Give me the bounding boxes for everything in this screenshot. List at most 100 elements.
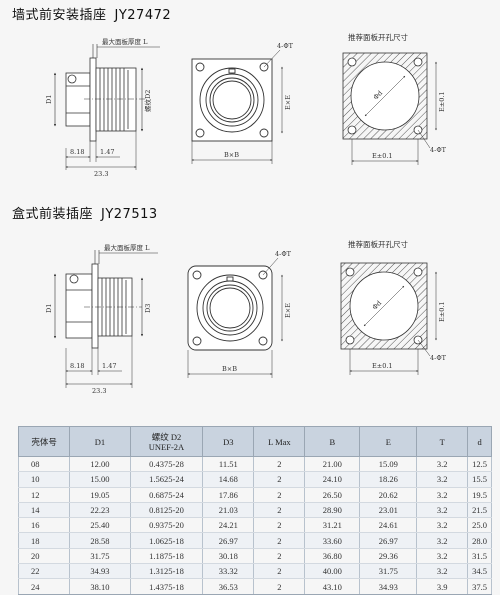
cell-b: 33.60 bbox=[304, 532, 361, 549]
cell-t: 3.2 bbox=[416, 456, 469, 473]
cell-d1: 34.93 bbox=[69, 563, 131, 580]
spec-table: 壳体号 D1 螺纹 D2 UNEF-2A D3 L Max B E T d 08… bbox=[17, 426, 492, 595]
header-thread-d2: 螺纹 D2 UNEF-2A bbox=[129, 426, 204, 457]
cell-shell-size: 20 bbox=[17, 548, 71, 565]
cell-b: 40.00 bbox=[304, 563, 361, 580]
cell-d3: 21.03 bbox=[202, 502, 255, 519]
cell-l-max: 2 bbox=[253, 502, 306, 519]
cell-l-max: 2 bbox=[253, 487, 306, 503]
cell-d: 12.5 bbox=[467, 456, 492, 473]
front-view-2 bbox=[187, 265, 273, 351]
cell-b: 43.10 bbox=[304, 578, 361, 595]
panel-cutout-label-2: 推荐面板开孔尺寸 bbox=[348, 239, 408, 249]
cell-shell-size: 22 bbox=[17, 563, 71, 580]
d3-label-2: D3 bbox=[144, 304, 152, 313]
max-panel-thickness-label-2: 最大面板厚度 L bbox=[104, 243, 150, 252]
cell-l-max: 2 bbox=[253, 517, 306, 534]
technical-drawings: 最大面板厚度 L D1 螺纹D2 8.18 1.47 23.3 4-ΦT E×E… bbox=[45, 32, 447, 395]
e-tol-horizontal-label-2: E±0.1 bbox=[372, 362, 393, 370]
cell-d: 15.5 bbox=[467, 471, 492, 488]
cell-d3: 11.51 bbox=[202, 456, 255, 473]
max-panel-thickness-label-1: 最大面板厚度 L bbox=[102, 37, 148, 46]
cell-thread-d2: 1.0625-18 bbox=[129, 532, 204, 549]
cell-e: 20.62 bbox=[359, 487, 418, 503]
dim-233-label-2: 23.3 bbox=[92, 387, 106, 395]
cell-e: 23.01 bbox=[359, 502, 418, 519]
section2-code: JY27513 bbox=[101, 207, 158, 222]
cell-b: 36.80 bbox=[304, 548, 361, 565]
cell-d1: 25.40 bbox=[69, 517, 131, 534]
cell-l-max: 2 bbox=[253, 532, 306, 549]
table-header-row: 壳体号 D1 螺纹 D2 UNEF-2A D3 L Max B E T d bbox=[17, 426, 492, 457]
e-tol-vertical-label-1: E±0.1 bbox=[438, 91, 446, 112]
dim-147-label-1: 1.47 bbox=[100, 148, 114, 156]
d1-label-2: D1 bbox=[45, 304, 53, 313]
cell-shell-size: 16 bbox=[17, 517, 71, 534]
cell-d: 37.5 bbox=[467, 578, 492, 595]
cell-d1: 12.00 bbox=[69, 456, 131, 473]
cell-d3: 33.32 bbox=[202, 563, 255, 580]
cell-d: 21.5 bbox=[467, 502, 492, 519]
exe-label-2: E×E bbox=[284, 303, 292, 318]
cell-l-max: 2 bbox=[253, 456, 306, 473]
cell-t: 3.2 bbox=[416, 502, 469, 519]
cell-b: 31.21 bbox=[304, 517, 361, 534]
cell-e: 34.93 bbox=[359, 578, 418, 595]
exe-label-1: E×E bbox=[284, 95, 292, 110]
panel-cutout-1 bbox=[342, 52, 428, 140]
header-b: B bbox=[304, 426, 361, 457]
e-tol-horizontal-label-1: E±0.1 bbox=[372, 152, 393, 160]
cell-t: 3.2 bbox=[416, 517, 469, 534]
cell-d: 25.0 bbox=[467, 517, 492, 534]
cell-e: 24.61 bbox=[359, 517, 418, 534]
cell-d3: 24.21 bbox=[202, 517, 255, 534]
holes-label-2: 4-ΦT bbox=[275, 250, 292, 258]
cell-d: 34.5 bbox=[467, 563, 492, 580]
cell-shell-size: 08 bbox=[17, 456, 71, 473]
cell-d3: 26.97 bbox=[202, 532, 255, 549]
cell-d3: 30.18 bbox=[202, 548, 255, 565]
cell-e: 26.97 bbox=[359, 532, 418, 549]
bxb-label-2: B×B bbox=[222, 365, 237, 373]
cell-thread-d2: 0.9375-20 bbox=[129, 517, 204, 534]
cell-d1: 38.10 bbox=[69, 578, 131, 595]
holes-label-1: 4-ΦT bbox=[277, 42, 294, 50]
cell-e: 15.09 bbox=[359, 456, 418, 473]
cell-e: 18.26 bbox=[359, 471, 418, 488]
cell-b: 21.00 bbox=[304, 456, 361, 473]
section2-title-text: 盒式前装插座 bbox=[12, 207, 94, 222]
cell-thread-d2: 1.1875-18 bbox=[129, 548, 204, 565]
cell-d: 19.5 bbox=[467, 487, 492, 503]
cell-l-max: 2 bbox=[253, 471, 306, 488]
cell-l-max: 2 bbox=[253, 578, 306, 595]
header-shell-size: 壳体号 bbox=[17, 426, 71, 457]
cell-shell-size: 18 bbox=[17, 532, 71, 549]
d1-label-1: D1 bbox=[45, 95, 53, 104]
cell-t: 3.2 bbox=[416, 532, 469, 549]
e-tol-vertical-label-2: E±0.1 bbox=[438, 301, 446, 322]
cell-d3: 17.86 bbox=[202, 487, 255, 503]
side-view-2 bbox=[65, 263, 142, 349]
dim-818-label-1: 8.18 bbox=[70, 148, 84, 156]
header-l-max: L Max bbox=[253, 426, 306, 457]
thread-d2-label-1: 螺纹D2 bbox=[143, 90, 152, 112]
cell-thread-d2: 1.5625-24 bbox=[129, 471, 204, 488]
cell-d1: 15.00 bbox=[69, 471, 131, 488]
holes-cutout-label-1: 4-ΦT bbox=[430, 146, 447, 154]
cell-b: 28.90 bbox=[304, 502, 361, 519]
cell-d3: 36.53 bbox=[202, 578, 255, 595]
section1-code: JY27472 bbox=[114, 8, 172, 23]
side-view-1 bbox=[65, 57, 145, 142]
cell-t: 3.2 bbox=[416, 471, 469, 488]
cell-d: 31.5 bbox=[467, 548, 492, 565]
cell-d: 28.0 bbox=[467, 532, 492, 549]
cell-t: 3.2 bbox=[416, 563, 469, 580]
header-e: E bbox=[359, 426, 418, 457]
